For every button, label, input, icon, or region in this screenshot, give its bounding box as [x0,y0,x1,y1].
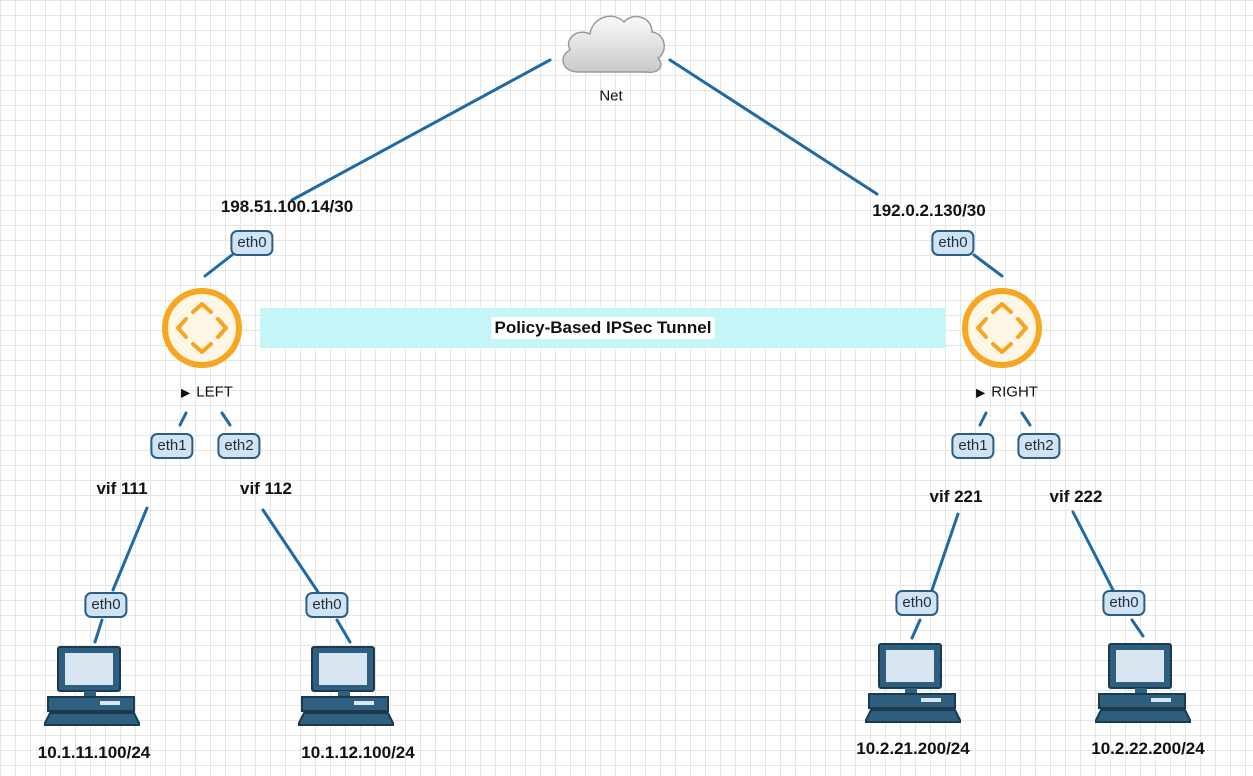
left-eth2-port[interactable]: eth2 [217,433,261,459]
cloud-icon [562,15,665,74]
link-left-eth0 [203,253,234,278]
right-eth0-port[interactable]: eth0 [931,230,975,256]
ipsec-tunnel: Policy-Based IPSec Tunnel [260,308,946,348]
link-vif112 [261,508,320,594]
host1-eth0-port[interactable]: eth0 [84,592,128,618]
tunnel-label: Policy-Based IPSec Tunnel [491,317,715,339]
link-vif221 [930,512,960,592]
left-router-label: LEFT [196,383,233,401]
link-left-eth2 [220,411,232,427]
right-router-label: RIGHT [991,383,1038,401]
host2-ip: 10.1.12.100/24 [301,743,415,762]
expand-triangle-icon[interactable]: ▶ [181,385,191,400]
link-vif111 [111,506,149,592]
link-net-left [290,58,552,202]
host3-eth0-port[interactable]: eth0 [895,590,939,616]
left-router-name[interactable]: ▶ LEFT [181,384,233,401]
host4-ip: 10.2.22.200/24 [1091,739,1205,758]
router-icon[interactable] [161,287,243,369]
link-host1 [93,618,104,644]
left-wan-ip: 198.51.100.14/30 [220,197,354,216]
computer-icon[interactable] [865,640,961,726]
host4-eth0-port[interactable]: eth0 [1102,590,1146,616]
computer-icon[interactable] [298,643,394,729]
link-vif222 [1071,510,1115,592]
link-host2 [335,618,352,644]
right-eth2-port[interactable]: eth2 [1017,433,1061,459]
right-router-name[interactable]: ▶ RIGHT [976,384,1038,401]
host3-ip: 10.2.21.200/24 [856,739,970,758]
vif-111-label: vif 111 [96,479,148,498]
link-right-eth2 [1020,411,1032,427]
link-left-eth1 [178,411,188,427]
link-right-eth0 [972,253,1004,278]
vif-112-label: vif 112 [240,479,292,498]
link-host3 [910,618,922,640]
expand-triangle-icon[interactable]: ▶ [976,385,986,400]
right-eth1-port[interactable]: eth1 [951,433,995,459]
link-host4 [1130,618,1145,638]
computer-icon[interactable] [1095,640,1191,726]
link-right-eth1 [978,411,988,427]
vif-221-label: vif 221 [929,487,983,506]
host1-ip: 10.1.11.100/24 [37,743,151,762]
vif-222-label: vif 222 [1049,487,1103,506]
cloud-label: Net [599,87,623,105]
right-wan-ip: 192.0.2.130/30 [872,201,986,220]
host2-eth0-port[interactable]: eth0 [305,592,349,618]
left-eth1-port[interactable]: eth1 [150,433,194,459]
router-icon[interactable] [961,287,1043,369]
computer-icon[interactable] [44,643,140,729]
link-net-right [668,58,879,196]
left-eth0-port[interactable]: eth0 [230,230,274,256]
